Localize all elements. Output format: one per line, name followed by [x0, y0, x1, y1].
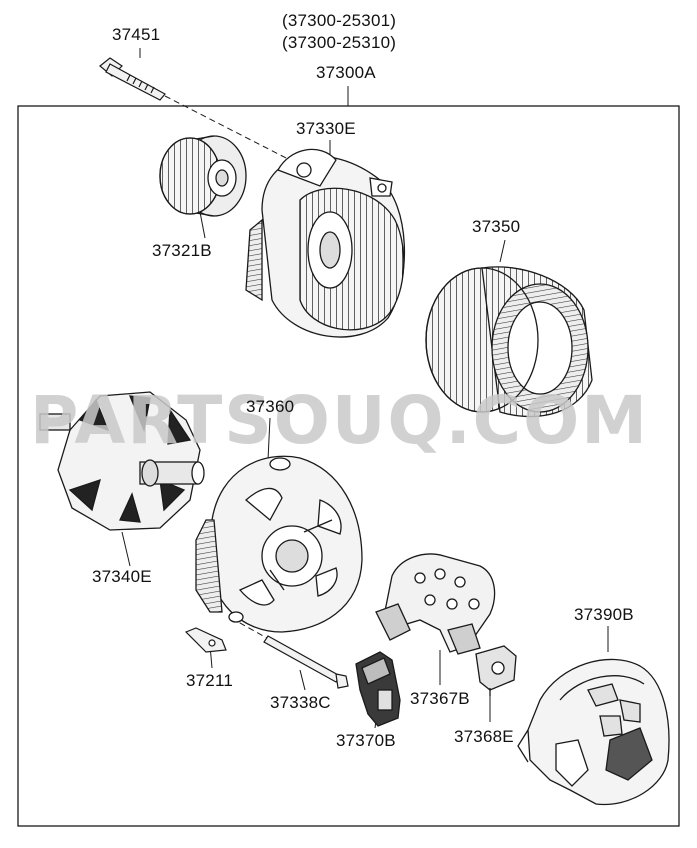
rotor-37340E — [39, 391, 205, 531]
rear-bracket-label: 37360 — [246, 397, 295, 416]
front-bracket-label: 37330E — [296, 119, 356, 138]
through-bolt-37338C — [263, 635, 349, 689]
rectifier-37367B — [375, 553, 496, 655]
alt-code-1-label: (37300-25301) — [282, 11, 397, 30]
leader-lines — [121, 48, 609, 729]
bracket-37211-label: 37211 — [186, 671, 234, 690]
regulator-37370B — [355, 651, 401, 727]
pulley-37321B — [159, 135, 247, 217]
rear-cover-label: 37390B — [574, 605, 634, 624]
through-bolt-label: 37338C — [270, 693, 331, 712]
stator-37350 — [425, 266, 593, 418]
pulley-label: 37321B — [152, 241, 212, 260]
alt-code-2-label: (37300-25310) — [282, 33, 397, 52]
front-bracket-37330E — [245, 148, 406, 338]
stator-label: 37350 — [472, 217, 521, 236]
rear-cover-37390B — [517, 658, 670, 806]
watermark: PARTSOUQ.COM — [30, 382, 649, 459]
regulator-label: 37370B — [336, 731, 396, 750]
rotor-label: 37340E — [92, 567, 152, 586]
bracket-37211 — [184, 627, 227, 653]
terminal-37368E — [475, 645, 517, 696]
terminal-label: 37368E — [454, 727, 514, 746]
bolt-37451 — [99, 57, 166, 101]
bolt-37451-label: 37451 — [112, 25, 161, 44]
rectifier-label: 37367B — [410, 689, 470, 708]
rear-bracket-37360 — [195, 455, 363, 633]
assembly-label: 37300A — [316, 63, 376, 82]
